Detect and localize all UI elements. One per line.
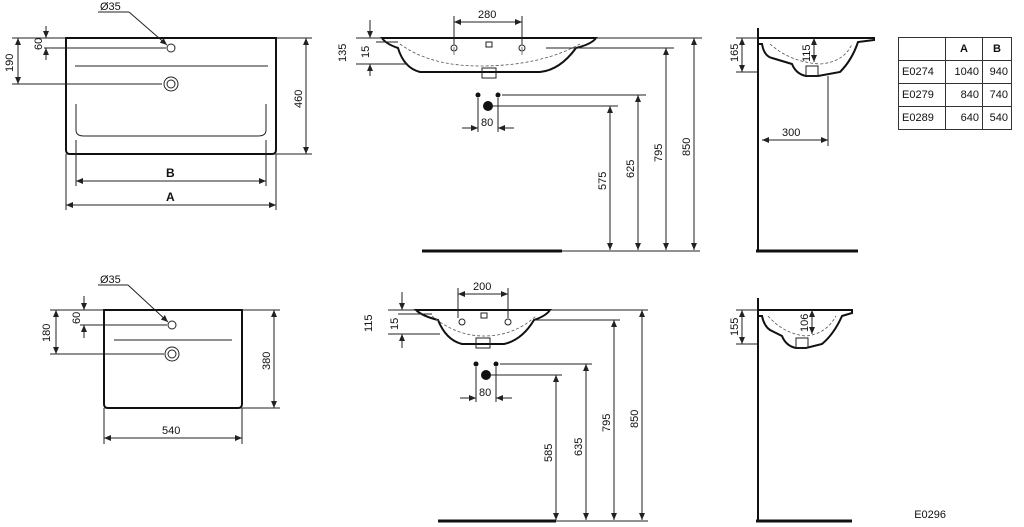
small-tap-offset: 60	[71, 312, 83, 324]
large-rim-height: 135	[337, 44, 349, 62]
small-tap-spacing: 200	[473, 281, 491, 293]
small-plan-view: Ø35 60 180 380 540	[41, 274, 280, 444]
drawing-code: E0296	[914, 509, 946, 521]
large-tap-offset: 60	[33, 38, 45, 50]
large-height-850: 850	[681, 138, 693, 156]
table-header-cell: A	[945, 37, 983, 61]
large-side-115: 115	[801, 44, 813, 62]
large-tap-spacing: 280	[478, 9, 496, 21]
large-side-projection: 300	[782, 127, 800, 139]
model-dimension-table: A B E0274 1040 940 E0279 840 740 E0289 6…	[898, 37, 1012, 130]
large-width-b: B	[166, 166, 175, 180]
small-side-155: 155	[729, 318, 741, 336]
large-height-575: 575	[597, 172, 609, 190]
table-cell-code: E0274	[898, 60, 946, 84]
large-side-view: 165 115 300	[729, 28, 875, 253]
large-height-795: 795	[653, 144, 665, 162]
small-side-106: 106	[799, 314, 811, 332]
table-cell-code: E0279	[898, 83, 946, 107]
small-height-585: 585	[543, 444, 555, 462]
large-drain-offset: 190	[4, 54, 16, 72]
large-trap-spacing: 80	[481, 117, 493, 129]
table-row: E0279 840 740	[898, 83, 1012, 107]
large-front-view: 280 135 15 80 575 625 795 850	[337, 9, 702, 253]
table-cell-b: 740	[982, 83, 1012, 107]
large-side-165: 165	[729, 44, 741, 62]
small-rim-height: 115	[363, 314, 375, 332]
table-cell-a: 840	[945, 83, 983, 107]
table-row: E0274 1040 940	[898, 60, 1012, 84]
large-hole-dia: Ø35	[100, 1, 121, 13]
table-cell-code: E0289	[898, 106, 946, 130]
large-rim-thickness: 15	[360, 46, 372, 58]
large-width-a: A	[166, 190, 175, 204]
large-depth: 460	[293, 90, 305, 108]
small-side-view: 155 106	[729, 298, 853, 523]
small-height-635: 635	[573, 438, 585, 456]
small-height-850: 850	[629, 410, 641, 428]
table-cell-b: 540	[982, 106, 1012, 130]
small-front-view: 200 115 15 80 585 635 795 850	[363, 281, 648, 523]
table-header-row: A B	[898, 37, 1012, 61]
table-header-cell	[898, 37, 946, 61]
small-width: 540	[162, 425, 180, 437]
small-rim-thickness: 15	[389, 318, 401, 330]
table-row: E0289 640 540	[898, 106, 1012, 130]
small-hole-dia: Ø35	[100, 274, 121, 286]
table-header-cell: B	[982, 37, 1012, 61]
large-height-625: 625	[625, 160, 637, 178]
small-trap-spacing: 80	[479, 387, 491, 399]
table-cell-b: 940	[982, 60, 1012, 84]
table-cell-a: 1040	[945, 60, 983, 84]
table-cell-a: 640	[945, 106, 983, 130]
small-height-795: 795	[601, 414, 613, 432]
small-drain-offset: 180	[41, 324, 53, 342]
large-plan-view: Ø35 60 190 460 B A	[4, 1, 312, 210]
small-depth: 380	[261, 352, 273, 370]
